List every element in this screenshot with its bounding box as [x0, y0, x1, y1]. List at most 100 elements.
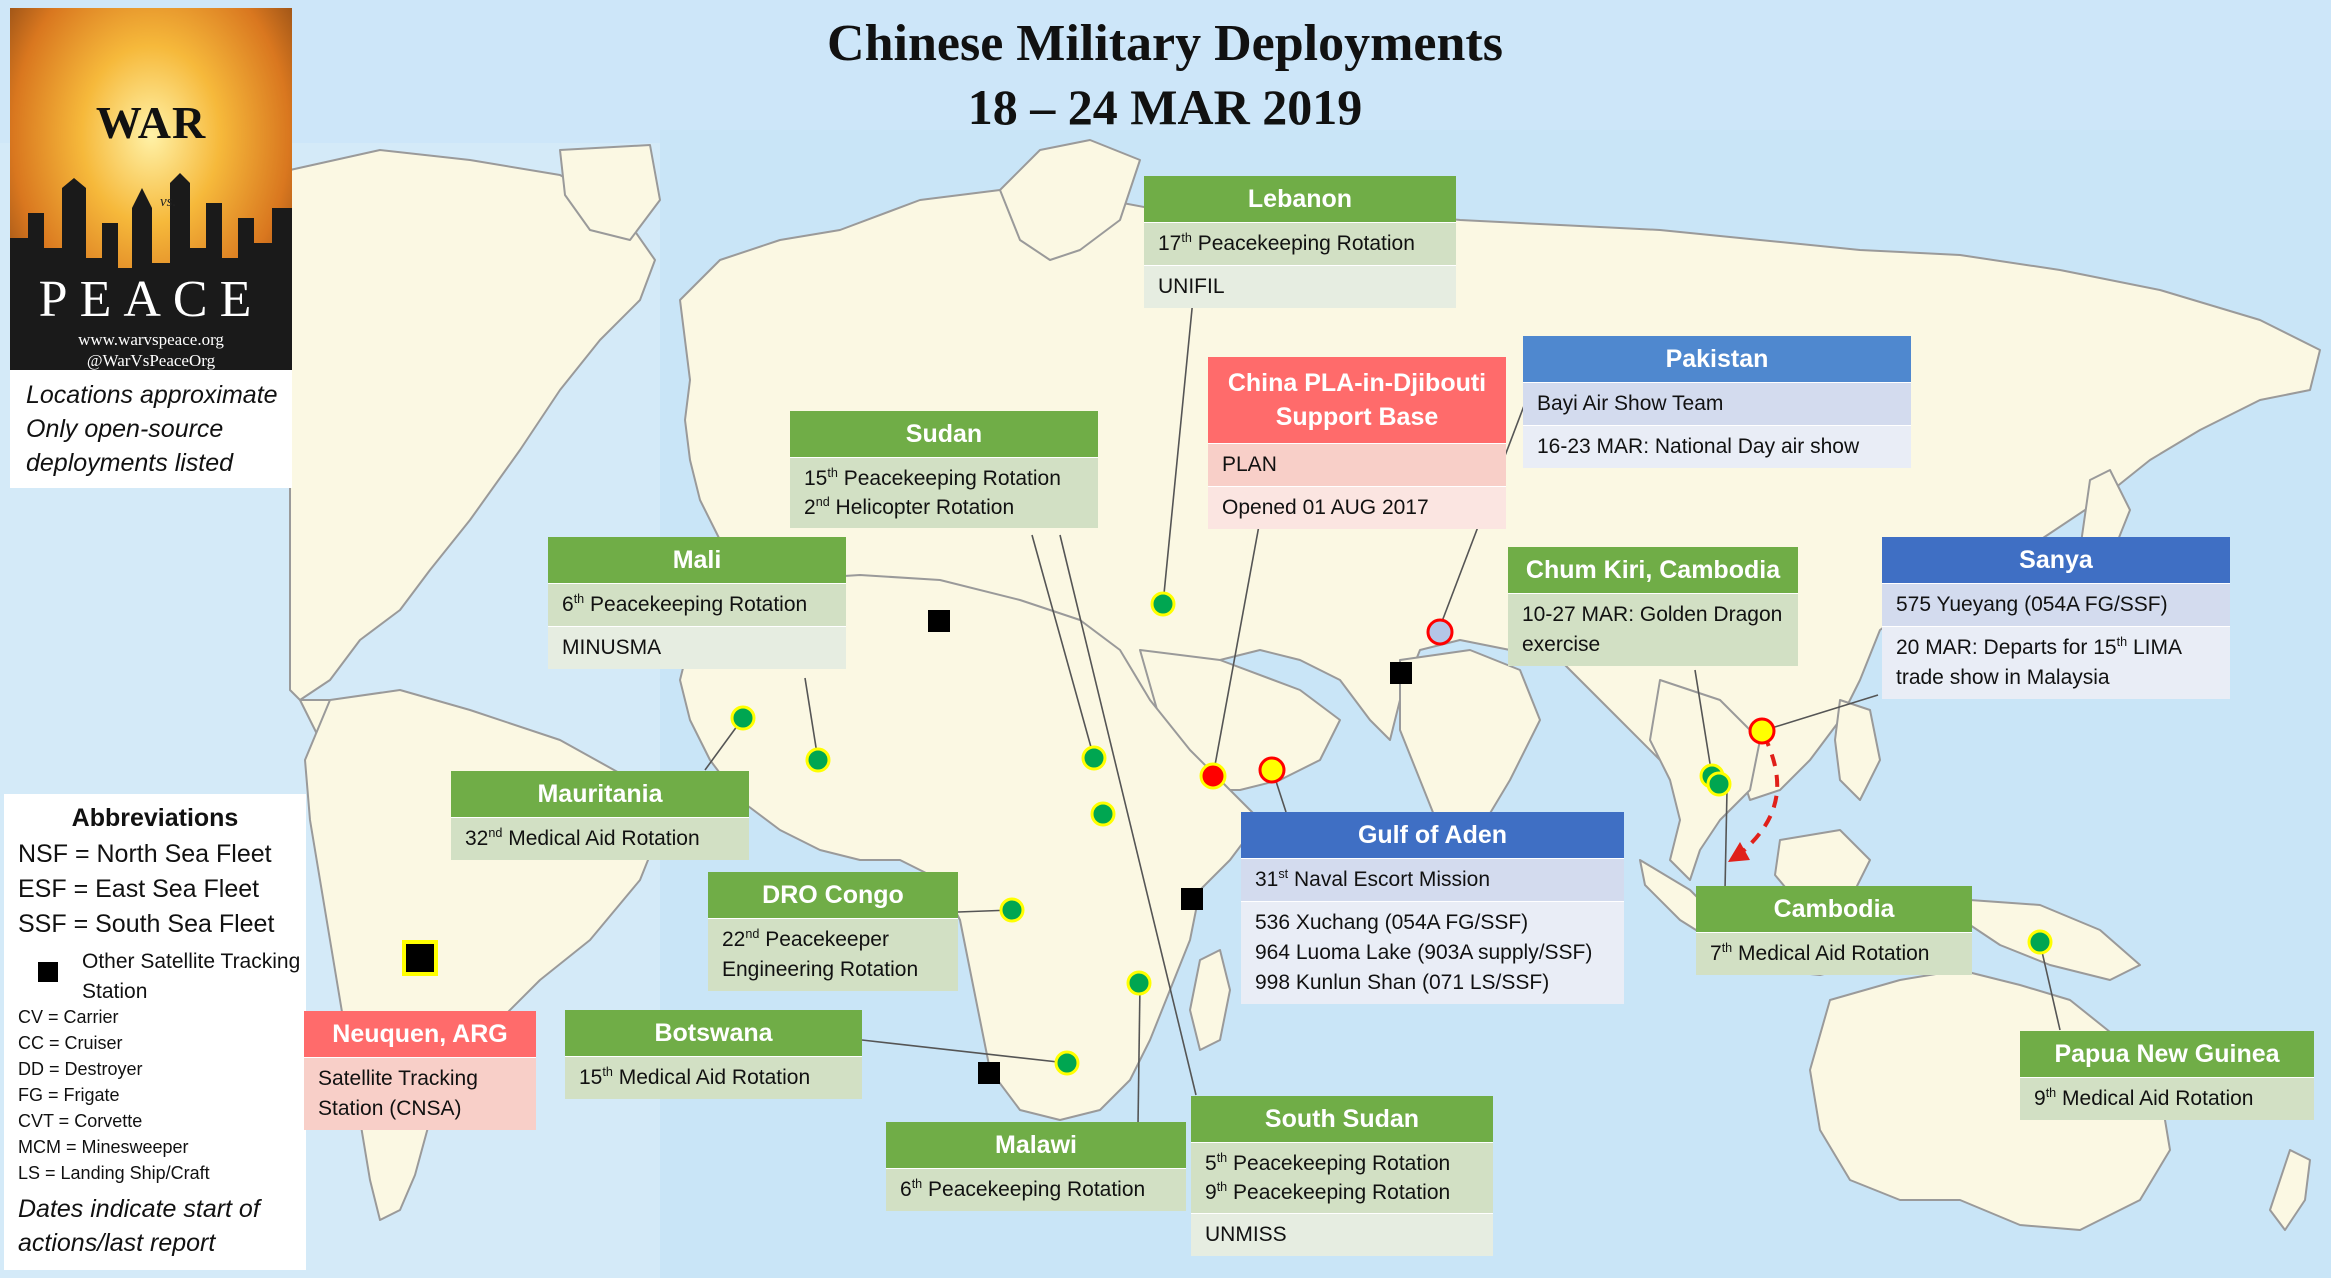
- callout-malawi: Malawi 6th Peacekeeping Rotation: [886, 1122, 1186, 1211]
- row-number: 15: [804, 467, 828, 490]
- row-number: 9: [2034, 1087, 2046, 1110]
- callout-header: China PLA-in-Djibouti Support Base: [1208, 357, 1506, 443]
- page-subtitle: 18 – 24 MAR 2019: [967, 79, 1363, 135]
- abbr-ship: CVT = Corvette: [18, 1111, 143, 1131]
- logo-handle: @WarVsPeaceOrg: [86, 351, 216, 370]
- abbr-ship: DD = Destroyer: [18, 1059, 143, 1079]
- row-text: MINUSMA: [562, 636, 662, 659]
- callout-header: Mali: [548, 537, 846, 583]
- leader-botswana: [861, 1039, 1068, 1064]
- row-number: 2: [804, 496, 816, 519]
- row-ordinal: th: [1216, 1180, 1228, 1194]
- callout-header: Sudan: [790, 411, 1098, 457]
- callout-row: 9th Medical Aid Rotation: [2020, 1077, 2314, 1120]
- marker-sudan: [1081, 745, 1107, 771]
- row-text: Medical Aid Rotation: [612, 1066, 811, 1089]
- callout-row: 575 Yueyang (054A FG/SSF): [1882, 583, 2230, 626]
- abbr-ship: LS = Landing Ship/Craft: [18, 1163, 210, 1183]
- callout-header: Botswana: [565, 1010, 862, 1056]
- logo-war-text: WAR: [95, 97, 207, 148]
- row-number: 22: [722, 928, 746, 951]
- satellite-station-namibia: [978, 1062, 1000, 1084]
- callout-mali: Mali 6th Peacekeeping Rotation MINUSMA: [548, 537, 846, 669]
- callout-lebanon: Lebanon 17th Peacekeeping Rotation UNIFI…: [1144, 176, 1456, 308]
- marker-congo: [999, 897, 1025, 923]
- callout-row: Opened 01 AUG 2017: [1208, 486, 1506, 529]
- abbreviations-footer: Dates indicate start of actions/last rep…: [18, 1195, 260, 1257]
- row-text: Peacekeeping Rotation: [1227, 1181, 1451, 1204]
- row-line: 9th Peacekeeping Rotation: [1205, 1178, 1479, 1207]
- row-ordinal: nd: [815, 495, 830, 509]
- callout-header: Pakistan: [1523, 336, 1911, 382]
- land-new-zealand: [2269, 1149, 2311, 1231]
- row-ordinal: th: [573, 592, 585, 606]
- page-title: Chinese Military Deployments: [827, 15, 1503, 72]
- row-text: Naval Escort Mission: [1288, 868, 1491, 891]
- row-number: 5: [1205, 1152, 1217, 1175]
- row-ordinal: th: [602, 1065, 613, 1079]
- row-ordinal: nd: [745, 927, 760, 941]
- abbr-ship: MCM = Minesweeper: [18, 1137, 189, 1157]
- ship-line: 964 Luoma Lake (903A supply/SSF): [1255, 941, 1593, 964]
- callout-header: Sanya: [1882, 537, 2230, 583]
- row-text: UNIFIL: [1158, 275, 1225, 298]
- war-vs-peace-logo: WAR vs. PEACE www.warvspeace.org @WarVsP…: [10, 8, 292, 370]
- row-ordinal: th: [1216, 1151, 1228, 1165]
- callout-row: UNMISS: [1191, 1213, 1493, 1256]
- abbr-ship: CC = Cruiser: [18, 1033, 123, 1053]
- callout-header: Papua New Guinea: [2020, 1031, 2314, 1077]
- callout-row: 5th Peacekeeping Rotation 9th Peacekeepi…: [1191, 1142, 1493, 1213]
- note-line: Only open-source: [26, 415, 224, 443]
- leader-chumkiri: [1694, 669, 1713, 777]
- row-text: Peacekeeping Rotation: [1227, 1152, 1451, 1175]
- satellite-station-neuquen: [402, 940, 438, 976]
- row-line: 2nd Helicopter Rotation: [804, 493, 1084, 522]
- abbr-fleet: ESF = East Sea Fleet: [18, 875, 260, 903]
- callout-gulf-of-aden: Gulf of Aden 31st Naval Escort Mission 5…: [1241, 812, 1624, 1004]
- marker-malawi: [1126, 970, 1152, 996]
- callout-header: South Sudan: [1191, 1096, 1493, 1142]
- callout-row: 31st Naval Escort Mission: [1241, 858, 1624, 901]
- land-greenland: [559, 144, 661, 241]
- row-text: Helicopter Rotation: [829, 496, 1015, 519]
- land-new-guinea: [1969, 899, 2141, 981]
- marker-chumkiri-exercise: [1426, 618, 1454, 646]
- callout-row: PLAN: [1208, 443, 1506, 486]
- row-number: 15: [579, 1066, 603, 1089]
- row-number: 31: [1255, 868, 1279, 891]
- logo-url[interactable]: www.warvspeace.org: [78, 330, 224, 349]
- abbreviations-legend: Abbreviations NSF = North Sea Fleet ESF …: [4, 794, 306, 1270]
- row-text: Peacekeeper Engineering Rotation: [722, 928, 919, 981]
- note-line: Locations approximate: [26, 381, 278, 409]
- callout-row: MINUSMA: [548, 626, 846, 669]
- row-line: 15th Peacekeeping Rotation: [804, 464, 1084, 493]
- callout-header: Lebanon: [1144, 176, 1456, 222]
- callout-row: 10-27 MAR: Golden Dragon exercise: [1508, 593, 1798, 666]
- leader-malawi: [1137, 983, 1141, 1126]
- sanya-route-arrowhead: [1728, 842, 1750, 862]
- callout-row: 16-23 MAR: National Day air show: [1523, 425, 1911, 468]
- abbr-fleet: NSF = North Sea Fleet: [18, 840, 272, 868]
- row-number: 32: [465, 827, 489, 850]
- callout-row: UNIFIL: [1144, 265, 1456, 308]
- leader-cambodia: [1724, 789, 1728, 891]
- callout-mauritania: Mauritania 32nd Medical Aid Rotation: [451, 771, 749, 860]
- land-africa: [679, 574, 1261, 1121]
- marker-gulf-aden: [1258, 756, 1286, 784]
- callout-header: Mauritania: [451, 771, 749, 817]
- callout-row: 22nd Peacekeeper Engineering Rotation: [708, 918, 958, 991]
- satellite-station-kenya: [1181, 888, 1203, 910]
- row-text: Peacekeeping Rotation: [584, 593, 808, 616]
- leader-png: [2039, 942, 2061, 1031]
- row-text: Medical Aid Rotation: [2056, 1087, 2254, 1110]
- marker-mali-west: [730, 705, 756, 731]
- callout-header: Chum Kiri, Cambodia: [1508, 547, 1798, 593]
- callout-row: Satellite Tracking Station (CNSA): [304, 1057, 536, 1130]
- leader-sudan-2: [1059, 534, 1197, 1096]
- marker-lebanon: [1150, 591, 1176, 617]
- marker-cambodia: [1706, 771, 1732, 797]
- note-line: deployments listed: [26, 449, 234, 477]
- leader-sanya: [1761, 694, 1879, 732]
- callout-row: 20 MAR: Departs for 15th LIMA trade show…: [1882, 626, 2230, 699]
